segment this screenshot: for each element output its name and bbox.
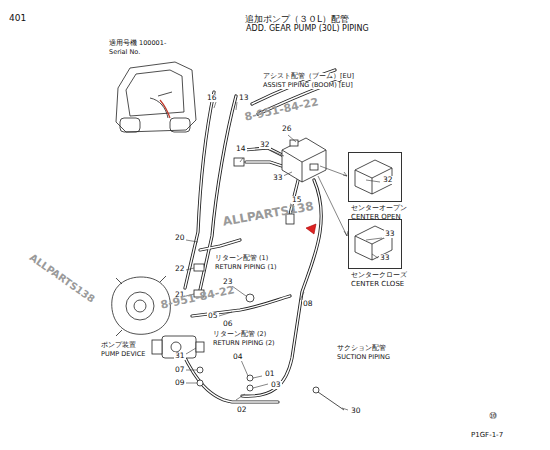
part-name: サクション配管: [336, 345, 387, 352]
serial-label: 適用号機 100001-: [108, 40, 167, 47]
callout-number: 03: [270, 381, 282, 389]
part-name: アシスト配管（ブーム）[EU]: [262, 73, 355, 80]
part-name: リターン配管 (2): [212, 331, 267, 338]
callout-number: 04: [232, 353, 244, 361]
callout-number: 33: [384, 230, 396, 238]
part-name: リターン配管 (1): [214, 255, 269, 262]
callout-number: 31: [174, 352, 186, 360]
part-name: ASSIST PIPING (BOOM) [EU]: [262, 82, 354, 89]
diagram-subtitle: ADD. GEAR PUMP (30L) PIPING: [245, 25, 370, 34]
callout-number: 33: [272, 174, 284, 182]
part-name: RETURN PIPING (1): [214, 264, 278, 271]
inset-caption: CENTER CLOSE: [351, 280, 404, 288]
callout-number: 09: [174, 379, 186, 387]
part-name: ポンプ装置: [100, 342, 137, 349]
part-name: SUCTION PIPING: [336, 354, 391, 361]
callout-number: 33: [379, 254, 391, 262]
inset-caption: センターオープン: [351, 204, 407, 212]
watermark: ALLPARTS138: [27, 251, 98, 305]
page-number: 401: [8, 14, 27, 24]
part-name: PUMP DEVICE: [100, 351, 146, 358]
callout-number: 26: [281, 125, 293, 133]
callout-number: 20: [174, 234, 186, 242]
callout-number: 06: [222, 320, 234, 328]
callout-number: 01: [264, 370, 276, 378]
callout-number: 30: [350, 407, 362, 415]
callout-number: 32: [259, 141, 271, 149]
callout-number: 22: [174, 265, 186, 273]
callout-number: 32: [382, 176, 394, 184]
part-name: RETURN PIPING (2): [212, 340, 276, 347]
watermark: 8-951-84-22: [159, 284, 237, 312]
serial-label: Serial No.: [108, 49, 141, 56]
revision-mark: ⑩: [488, 412, 498, 422]
callout-number: 16: [206, 94, 218, 102]
watermark: ALLPARTS138: [221, 200, 316, 229]
callout-number: 05: [207, 312, 219, 320]
callout-number: 14: [235, 145, 247, 153]
figure-code: P1GF-1-7: [470, 432, 504, 440]
inset-caption: センタークローズ: [351, 271, 407, 279]
callout-number: 13: [238, 94, 250, 102]
callout-number: 07: [174, 366, 186, 374]
callout-number: 08: [302, 300, 314, 308]
callout-number: 02: [236, 406, 248, 414]
watermark: 8-951-84-22: [243, 96, 321, 124]
detail-inset: センターオープンCENTER OPEN: [348, 152, 402, 202]
detail-inset: センタークローズCENTER CLOSE: [348, 219, 402, 269]
